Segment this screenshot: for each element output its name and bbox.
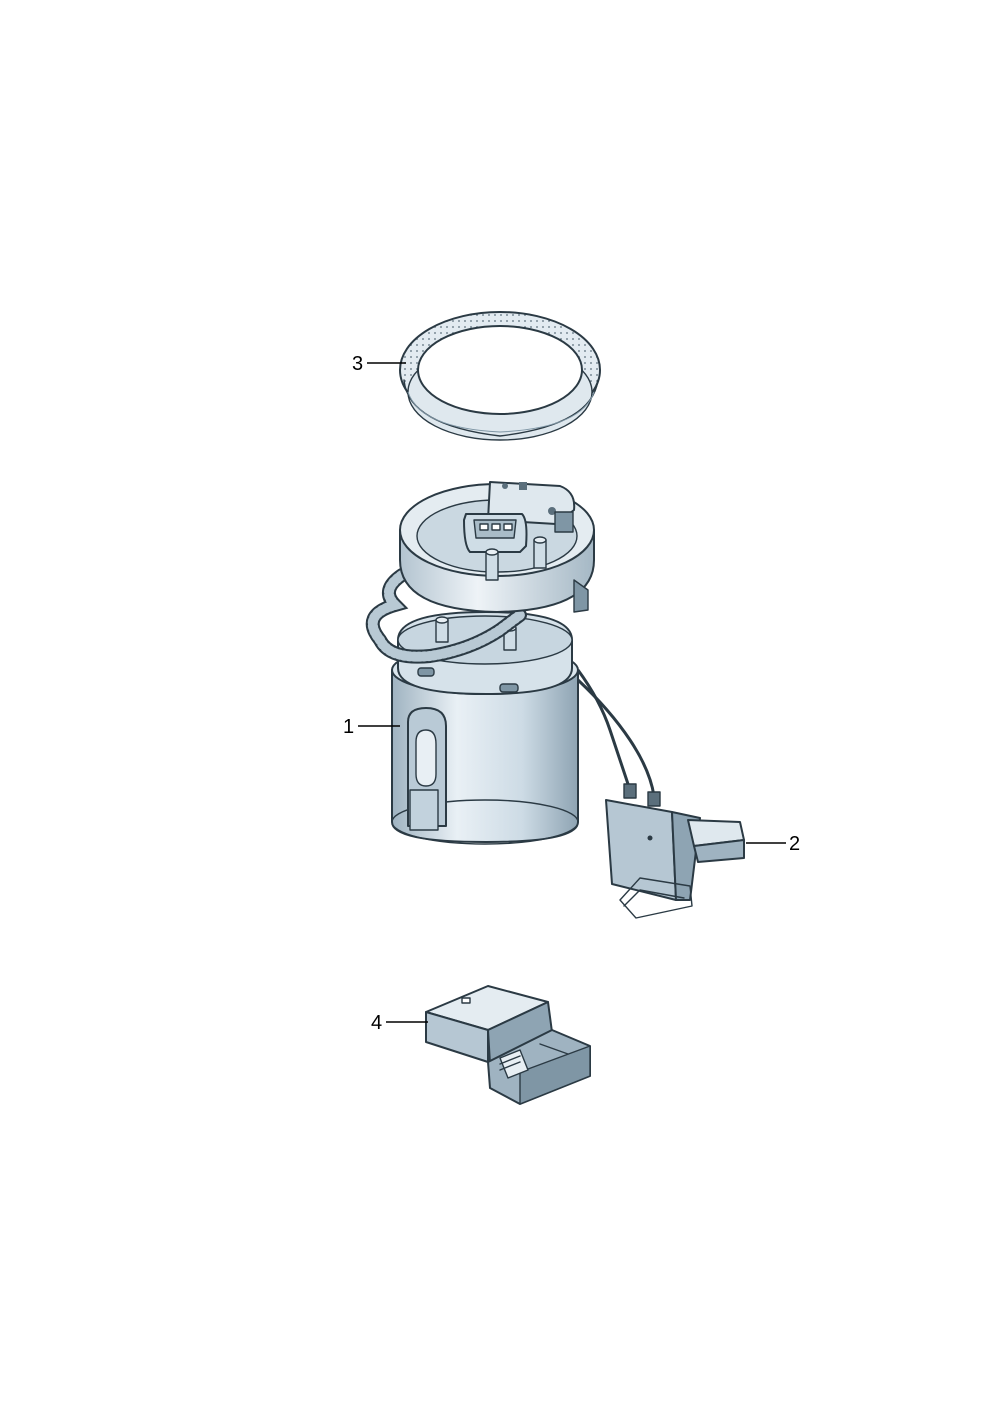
callout-2: 2 [746,833,800,855]
callout-1-label: 1 [343,716,354,738]
connector-drawing[interactable] [425,985,591,1105]
callout-1: 1 [343,716,400,738]
fuel-pump-module-drawing[interactable] [365,481,661,845]
callout-3-label: 3 [352,353,363,375]
seal-ring-drawing[interactable] [399,311,601,441]
callout-4: 4 [371,1012,428,1034]
callout-2-label: 2 [789,833,800,855]
callout-3: 3 [352,353,406,375]
fuel-level-sender-drawing[interactable] [605,799,745,919]
callout-4-label: 4 [371,1012,382,1034]
